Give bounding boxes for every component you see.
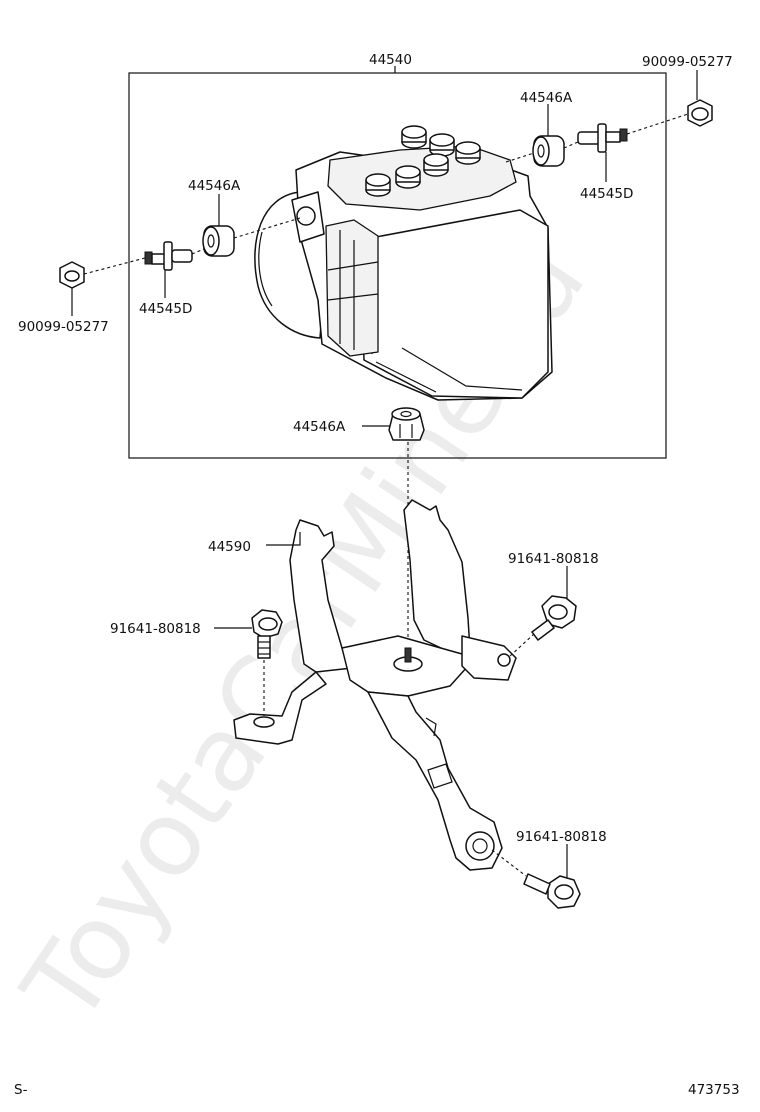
bolt-right-upper[interactable]: [531, 595, 577, 641]
label-bolt-left: 90099-05277: [18, 319, 109, 335]
bolt-top-right[interactable]: [687, 99, 713, 127]
stud-left[interactable]: [144, 241, 193, 271]
label-cushion-top-right: 44546A: [520, 90, 573, 106]
leader-lines: [71, 70, 698, 878]
label-stud-right: 44545D: [580, 186, 633, 202]
label-cushion-left: 44546A: [188, 178, 241, 194]
abs-actuator[interactable]: [254, 125, 553, 401]
bracket[interactable]: [233, 499, 517, 871]
label-bolt-right-upper: 91641-80818: [508, 551, 599, 567]
label-44540: 44540: [369, 52, 412, 68]
label-bolt-left-mid: 91641-80818: [110, 621, 201, 637]
footer-right-code: 473753: [688, 1082, 740, 1098]
assembly-frame: [128, 72, 667, 459]
bolt-left-mid[interactable]: [251, 609, 283, 659]
valve-caps: [365, 125, 481, 197]
bolt-left[interactable]: [59, 261, 85, 289]
label-bracket: 44590: [208, 539, 251, 555]
cushion-left[interactable]: [202, 225, 235, 257]
label-stud-left: 44545D: [139, 301, 192, 317]
stud-right[interactable]: [577, 123, 628, 153]
label-cushion-bottom: 44546A: [293, 419, 346, 435]
cushion-top-right[interactable]: [532, 135, 565, 167]
label-bolt-right-lower: 91641-80818: [516, 829, 607, 845]
cushion-bottom[interactable]: [388, 407, 425, 441]
bolt-right-lower[interactable]: [523, 873, 581, 909]
label-bolt-top-right: 90099-05277: [642, 54, 733, 70]
footer-left-code: S-: [14, 1082, 28, 1098]
